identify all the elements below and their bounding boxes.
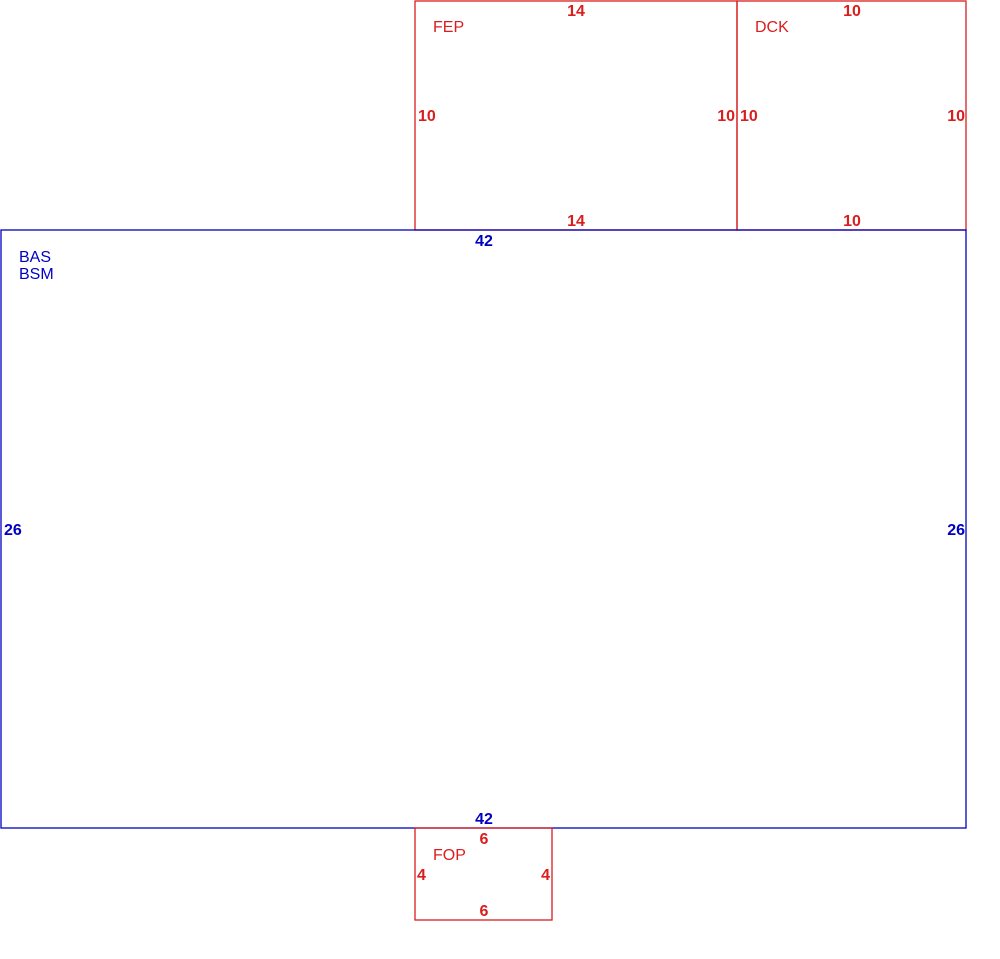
area-fop-dim-left: 4 — [417, 867, 426, 884]
area-fop-code: FOP — [433, 847, 466, 864]
area-dck[interactable]: DCK 10 10 10 10 — [736, 0, 967, 231]
area-bas-dim-bottom: 42 — [475, 811, 493, 828]
area-dck-code: DCK — [755, 19, 789, 36]
area-bsm-code: BSM — [19, 266, 54, 283]
area-dck-dim-left: 10 — [740, 108, 758, 125]
area-bas[interactable]: BAS BSM 42 42 26 26 — [0, 229, 967, 829]
area-dck-dim-bottom: 10 — [843, 213, 861, 230]
area-bas-code: BAS — [19, 249, 51, 266]
area-fep-dim-right: 10 — [717, 108, 735, 125]
area-fop-dim-right: 4 — [541, 867, 550, 884]
area-fep[interactable]: FEP 14 14 10 10 — [414, 0, 738, 231]
area-bas-dim-top: 42 — [475, 233, 493, 250]
area-dck-dim-top: 10 — [843, 3, 861, 20]
area-fep-dim-left: 10 — [418, 108, 436, 125]
area-fop-dim-bottom: 6 — [480, 903, 489, 920]
area-bas-dim-left: 26 — [4, 522, 22, 539]
area-fop-outline — [414, 827, 553, 921]
area-fep-code: FEP — [433, 19, 464, 36]
area-dck-dim-right: 10 — [947, 108, 965, 125]
area-fep-dim-top: 14 — [567, 3, 585, 20]
area-fop-dim-top: 6 — [480, 831, 489, 848]
area-fop[interactable]: FOP 6 6 4 4 — [414, 827, 553, 921]
area-bas-dim-right: 26 — [947, 522, 965, 539]
area-bas-outline — [0, 229, 967, 829]
area-fep-dim-bottom: 14 — [567, 213, 585, 230]
